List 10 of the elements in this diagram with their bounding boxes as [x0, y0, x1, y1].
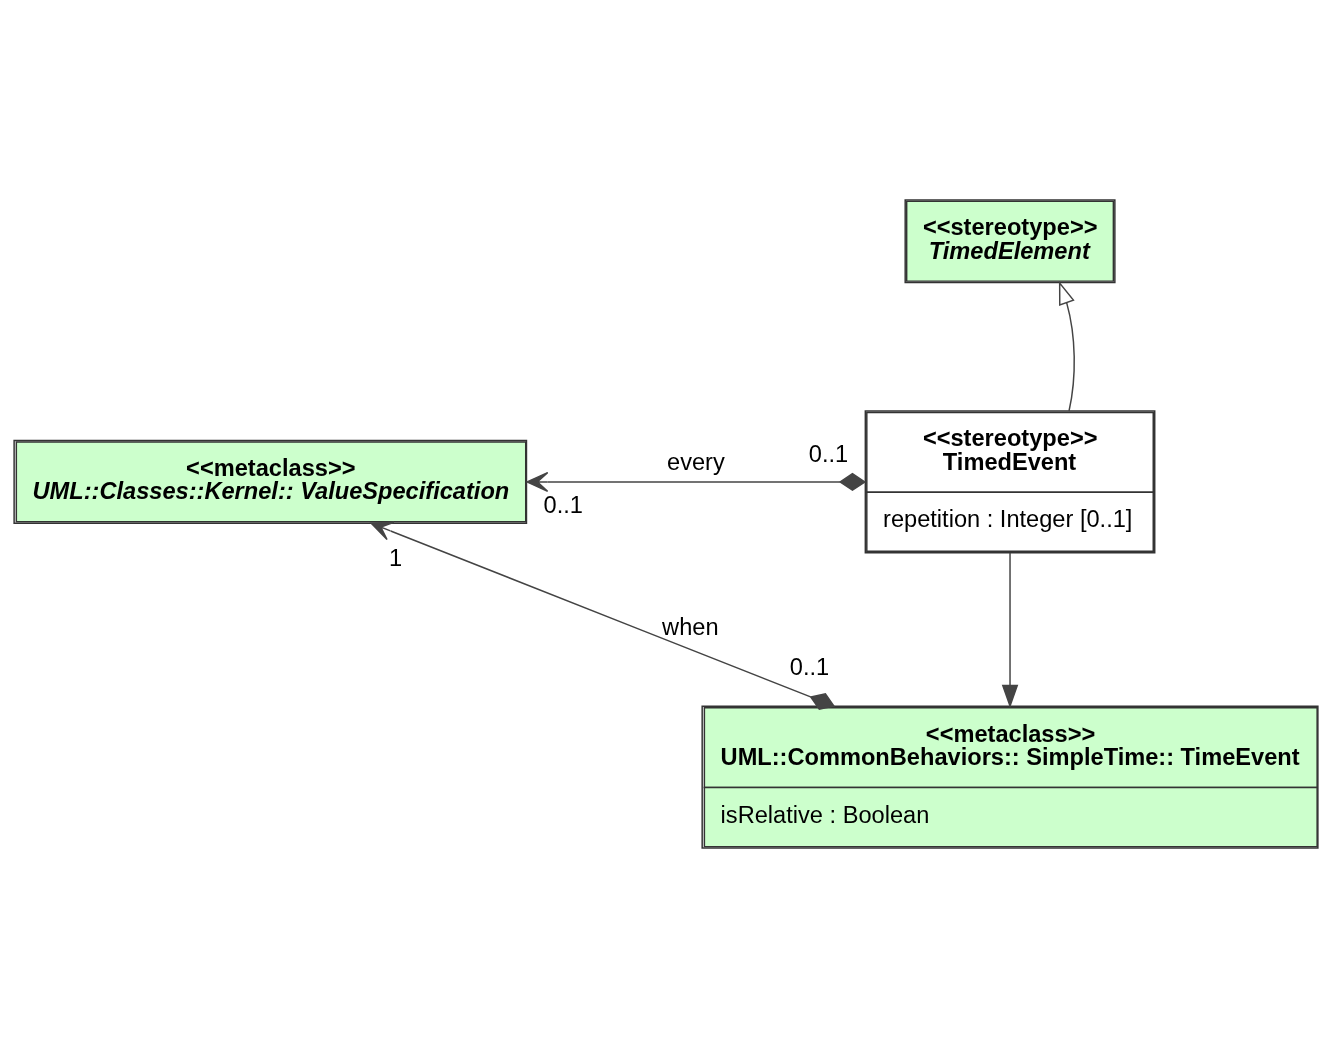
edge-label: when: [662, 613, 719, 640]
arrow: [1058, 280, 1075, 412]
label: 0..1: [789, 653, 830, 680]
label: 1: [389, 544, 403, 571]
label: 0..1: [543, 491, 583, 518]
edge-label: every: [667, 448, 725, 475]
label: 0..1: [808, 440, 849, 467]
arrow: [526, 471, 867, 492]
arrow: [1001, 551, 1019, 708]
arrow: [370, 521, 836, 710]
